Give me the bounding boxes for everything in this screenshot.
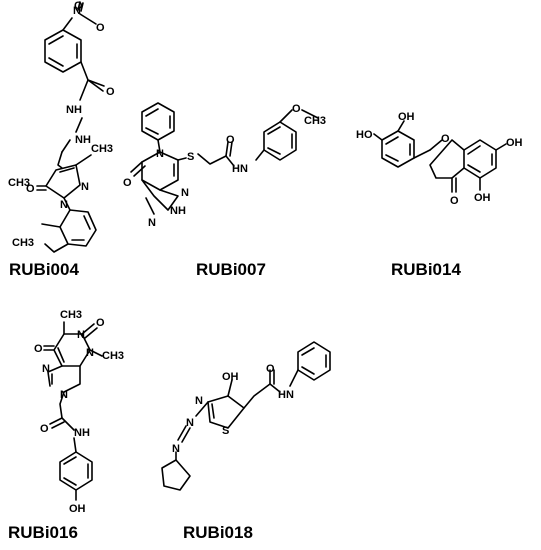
atom-label: HO (356, 129, 373, 141)
atom-label: O (74, 0, 83, 12)
atom-label: N (77, 329, 85, 341)
atom-label: N (42, 363, 50, 375)
atom-label: O (450, 195, 459, 207)
structure-rubi016 (43, 321, 103, 501)
atom-label: CH3 (60, 309, 82, 321)
atom-label: N (73, 5, 81, 17)
atom-label: CH3 (91, 143, 113, 155)
atom-label: CH3 (102, 350, 124, 362)
atom-label: O (26, 183, 35, 195)
atom-label: NH (75, 134, 91, 146)
atom-label: N (86, 347, 94, 359)
atom-label: O (266, 363, 275, 375)
structure-rubi004 (36, 1, 105, 253)
atom-label: CH3 (304, 115, 326, 127)
compound-name: RUBi016 (8, 523, 78, 542)
structure-rubi014 (373, 120, 507, 193)
atom-label: OH (398, 111, 415, 123)
atom-label: O (441, 133, 450, 145)
atom-label: O (292, 103, 301, 115)
structure-rubi018 (161, 341, 331, 491)
atom-label: N (148, 217, 156, 229)
atom-label: O (106, 86, 115, 98)
atom-label: N (156, 148, 164, 160)
atom-label: O (226, 134, 235, 146)
atom-label: NH (170, 205, 186, 217)
atom-label: NH (74, 427, 90, 439)
atom-label: OH (474, 192, 491, 204)
atom-label: CH3 (8, 177, 30, 189)
atom-label: O (40, 423, 49, 435)
compound-name: RUBi018 (183, 523, 253, 542)
atom-label: N (195, 395, 203, 407)
atom-label: O (123, 177, 132, 189)
compound-name: RUBi007 (196, 260, 266, 279)
atom-label: N (181, 187, 189, 199)
atom-label: HN (278, 389, 294, 401)
atom-label: CH3 (12, 237, 34, 249)
atom-label: OH (69, 503, 86, 515)
atom-label: O (34, 343, 43, 355)
atom-label: N (172, 443, 180, 455)
atom-label: O (96, 317, 105, 329)
atom-label: NH (66, 104, 82, 116)
atom-label: N (60, 199, 68, 211)
atom-label: S (222, 425, 229, 437)
atom-label: S (187, 151, 194, 163)
compound-name: RUBi014 (391, 260, 461, 279)
atom-label: HN (232, 163, 248, 175)
compound-name: RUBi004 (9, 260, 79, 279)
structure-rubi007 (130, 102, 319, 215)
atom-label: N (81, 181, 89, 193)
atom-label: OH (506, 137, 523, 149)
atom-label: OH (222, 371, 239, 383)
atom-label: N (60, 389, 68, 401)
atom-label: N (186, 417, 194, 429)
atom-label: O (96, 22, 105, 34)
